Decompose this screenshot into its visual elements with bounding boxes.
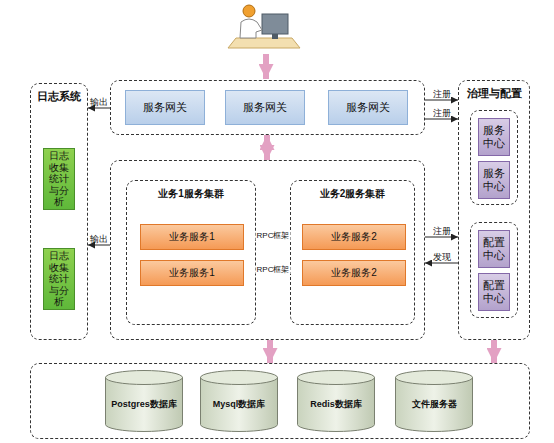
node-text: 配置中心: [481, 279, 507, 304]
cylinder-top: [298, 371, 375, 385]
gateway-box: 服务网关: [225, 90, 305, 125]
group-box: 日志系统日志收集统计与分析日志收集统计与分析: [30, 83, 88, 340]
node-text: 日志系统: [31, 89, 87, 104]
cylinder-body: [106, 377, 183, 431]
edge-label: RPC框架: [256, 266, 291, 274]
gateway-box: 服务网关: [125, 90, 205, 125]
edge-label: 输出: [90, 98, 108, 107]
cylinder-top: [106, 371, 183, 385]
log-box: 日志收集统计与分析: [43, 148, 75, 210]
connector-arrow: [425, 263, 458, 264]
monitor-stand: [272, 34, 278, 39]
node-text: 日志收集统计与分析: [46, 150, 72, 208]
node-text: 业务服务1: [169, 267, 215, 279]
node-text: 配置中心: [481, 236, 507, 261]
group-box: Postgres数据库 Mysql数据库 Redis数据库 文件服务器: [30, 363, 530, 439]
center-box: 服务中心: [478, 161, 510, 199]
cylinder-top: [396, 371, 473, 385]
group-box: 配置中心配置中心: [470, 222, 518, 318]
connector-arrow: [256, 236, 290, 237]
node-text: 服务网关: [243, 101, 287, 114]
node-text: 服务网关: [143, 101, 187, 114]
node-text: Mysql数据库: [200, 398, 278, 411]
connector-arrow: [88, 245, 110, 246]
database-cylinder: Redis数据库: [297, 370, 375, 432]
node-text: 服务中心: [481, 167, 507, 192]
node-text: 服务网关: [346, 101, 390, 114]
center-box: 服务中心: [478, 118, 510, 156]
connector-arrow: [88, 108, 110, 109]
service-box: 业务服务1: [140, 260, 244, 286]
user-head: [243, 5, 255, 17]
node-text: 业务服务1: [169, 231, 215, 243]
user-arrow: [263, 54, 269, 79]
cylinder-body: [201, 377, 278, 431]
database-cylinder: Postgres数据库: [105, 370, 183, 432]
cylinder-top: [201, 371, 278, 385]
node-text: 日志收集统计与分析: [46, 250, 72, 308]
group-box: 业务1服务集群业务服务1 业务服务1 业务2服务集群业务服务2 业务服务2: [110, 160, 425, 340]
node-text: Postgres数据库: [105, 398, 183, 411]
storage-cylinder: 文件服务器: [395, 370, 473, 432]
center-box: 配置中心: [478, 230, 510, 268]
node-text: 业务服务2: [331, 231, 377, 243]
center-box: 配置中心: [478, 273, 510, 311]
service-box: 业务服务2: [302, 224, 406, 250]
user-body: [240, 19, 262, 38]
cylinder-body: [298, 377, 375, 431]
cluster-box: 业务1服务集群业务服务1 业务服务1: [126, 180, 256, 325]
database-cylinder: Mysql数据库: [200, 370, 278, 432]
flow-arrow: [264, 135, 270, 160]
node-text: 业务1服务集群: [127, 187, 255, 201]
connector-arrow: [425, 237, 458, 238]
node-text: 业务服务2: [331, 267, 377, 279]
service-box: 业务服务1: [140, 224, 244, 250]
desk: [228, 38, 300, 48]
node-text: Redis数据库: [297, 398, 375, 411]
cluster-box: 业务2服务集群业务服务2 业务服务2: [290, 180, 415, 325]
edge-label: 注册: [433, 109, 451, 118]
monitor: [262, 14, 288, 34]
node-text: 治理与配置: [459, 86, 529, 101]
edge-label: 输出: [90, 235, 108, 244]
connector-arrow: [256, 270, 290, 271]
edge-label: RPC框架: [256, 232, 291, 240]
node-text: 文件服务器: [395, 398, 473, 411]
node-text: 服务中心: [481, 124, 507, 149]
node-text: 业务2服务集群: [291, 187, 414, 201]
user-icon: [228, 5, 300, 48]
edge-label: 注册: [433, 227, 451, 236]
log-box: 日志收集统计与分析: [43, 248, 75, 310]
edge-label: 注册: [433, 90, 451, 99]
gateway-box: 服务网关: [328, 90, 408, 125]
group-box: 服务网关 服务网关 服务网关: [110, 80, 425, 135]
group-box: 治理与配置服务中心服务中心配置中心配置中心: [458, 80, 530, 340]
connector-arrow: [425, 100, 458, 101]
edge-label: 发现: [433, 253, 451, 262]
cylinder-body: [396, 377, 473, 431]
group-box: 服务中心服务中心: [470, 110, 518, 205]
service-box: 业务服务2: [302, 260, 406, 286]
flow-arrow: [491, 340, 497, 363]
connector-arrow: [425, 119, 458, 120]
flow-arrow: [267, 340, 273, 363]
